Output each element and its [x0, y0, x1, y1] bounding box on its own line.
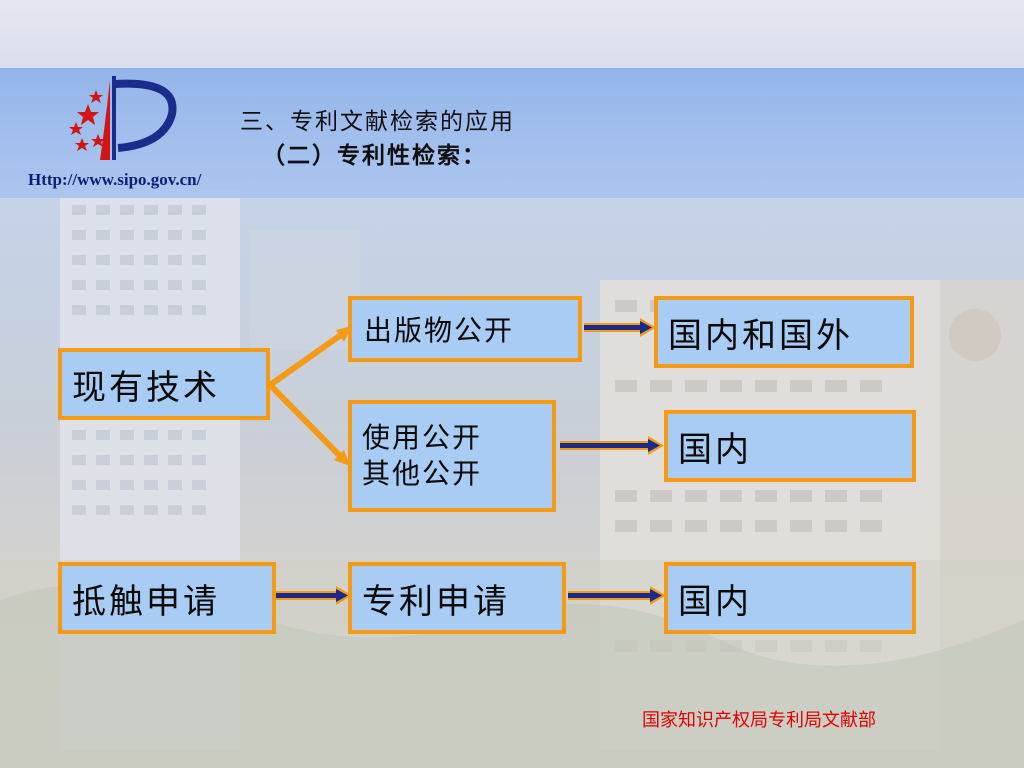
box-publication-disclosure: 出版物公开 — [348, 296, 582, 362]
top-strip — [0, 0, 1024, 68]
box-domestic-2: 国内 — [664, 562, 916, 634]
sipo-url[interactable]: Http://www.sipo.gov.cn/ — [28, 170, 202, 189]
box-prior-art-label: 现有技术 — [72, 367, 220, 408]
box-domestic-and-foreign-label: 国内和国外 — [668, 315, 853, 356]
sipo-logo-icon — [69, 76, 177, 160]
footer-organization: 国家知识产权局专利局文献部 — [642, 710, 876, 731]
box-use-other-disclosure: 使用公开 其他公开 — [348, 400, 556, 512]
box-domestic-1-label: 国内 — [678, 429, 752, 470]
header-band — [0, 68, 1024, 198]
box-publication-disclosure-label: 出版物公开 — [364, 314, 515, 347]
box-domestic-2-label: 国内 — [678, 581, 752, 622]
box-patent-application-label: 专利申请 — [362, 581, 510, 622]
section-title: 三、专利文献检索的应用 — [240, 109, 515, 135]
box-prior-art: 现有技术 — [58, 348, 270, 420]
box-use-disclosure-label: 使用公开 — [362, 420, 483, 454]
box-conflicting-application: 抵触申请 — [58, 562, 276, 634]
box-domestic-and-foreign: 国内和国外 — [654, 296, 914, 368]
subsection-title: （二）专利性检索： — [262, 142, 487, 169]
box-conflicting-application-label: 抵触申请 — [72, 581, 220, 622]
box-other-disclosure-label: 其他公开 — [362, 457, 483, 490]
box-patent-application: 专利申请 — [348, 562, 566, 634]
box-domestic-1: 国内 — [664, 410, 916, 482]
